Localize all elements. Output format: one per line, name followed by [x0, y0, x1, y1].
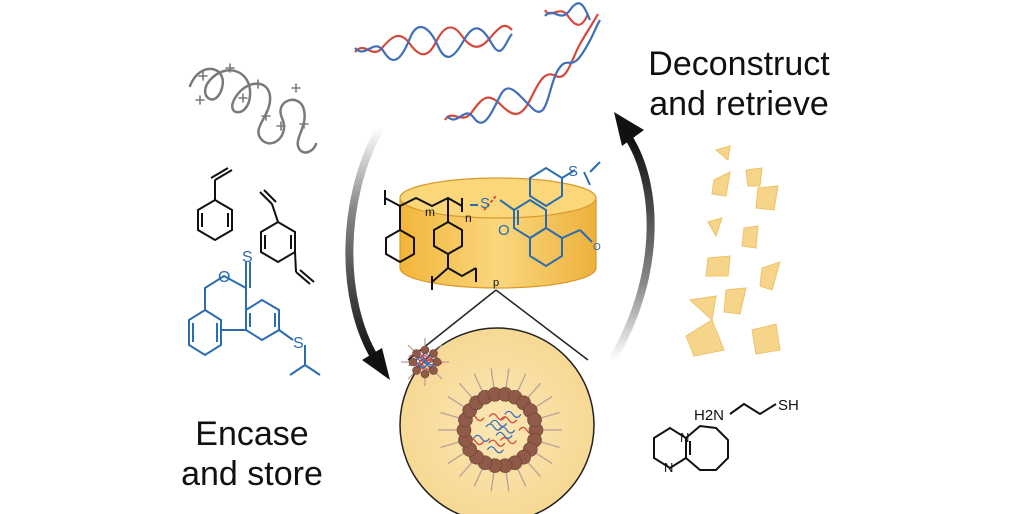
polymer-o2-label: O	[593, 242, 601, 253]
polymer-n-label: n	[465, 211, 472, 225]
polymer-p-label: p	[493, 277, 499, 289]
core-dna	[490, 419, 508, 428]
encase-arrowhead	[362, 348, 390, 380]
micelle-small	[401, 338, 449, 386]
zoomed-particle-view	[399, 327, 595, 514]
core-bead	[432, 357, 442, 367]
core-bead	[429, 366, 438, 375]
core-bead	[412, 366, 421, 375]
core-dna	[408, 354, 426, 362]
cysteamine-h2n-label: H2N	[694, 407, 724, 424]
dna-strand-1-b	[354, 25, 513, 61]
dna-strands	[354, 2, 601, 124]
plus-signs	[195, 63, 309, 131]
core-bead	[527, 412, 542, 428]
polymer-s-label: S	[480, 195, 490, 212]
copolymer-structure	[384, 161, 601, 290]
micelle-large	[438, 368, 562, 492]
dbu-n2-label: N	[664, 460, 673, 475]
deconstruct-line-2: and retrieve	[649, 85, 829, 123]
divinylbenzene-molecule	[259, 189, 315, 285]
dna-strand-2-a	[444, 13, 599, 121]
core-dna	[473, 434, 491, 442]
thionolactone-s-label: S	[242, 249, 253, 266]
deconstruct-line-1: Deconstruct	[648, 45, 830, 83]
thioether-s-label: S	[293, 335, 304, 352]
core-dna	[416, 356, 434, 364]
cysteamine-sh-label: SH	[778, 397, 799, 414]
degraded-fragments	[685, 145, 781, 357]
dbu-molecule	[653, 424, 729, 471]
encase-line-2: and store	[181, 455, 323, 493]
core-dna	[504, 410, 522, 418]
retrieve-arrow	[608, 112, 655, 364]
core-bead	[412, 349, 421, 358]
deconstruct-label: Deconstruct and retrieve	[634, 44, 844, 124]
core-dna	[500, 416, 518, 424]
cationic-polymer	[188, 63, 318, 154]
core-bead	[429, 349, 438, 358]
encase-arrow	[345, 124, 390, 380]
core-dna	[485, 423, 503, 431]
thionolactone-o-label: O	[218, 269, 230, 286]
polymer-o-label: O	[498, 222, 510, 239]
encase-label: Encase and store	[172, 414, 332, 494]
thionolactone-monomer	[188, 262, 321, 376]
core-dna	[488, 413, 506, 421]
polymer-s2-label: S	[568, 163, 578, 180]
core-dna	[495, 431, 513, 439]
encase-line-1: Encase	[195, 415, 309, 453]
core-bead	[420, 345, 430, 355]
polymer-m-label: m	[425, 205, 435, 219]
dbu-n1-label: N	[680, 430, 689, 445]
dna-strand-3-b	[544, 2, 592, 21]
retrieve-arrowhead	[614, 112, 644, 146]
core-bead	[420, 369, 430, 379]
core-dna	[486, 446, 504, 454]
cysteamine-molecule	[729, 402, 777, 416]
core-dna	[488, 439, 506, 447]
core-dna	[499, 436, 517, 445]
dna-strand-2-b	[446, 19, 601, 124]
core-bead	[408, 357, 418, 367]
styrene-molecule	[197, 167, 233, 242]
